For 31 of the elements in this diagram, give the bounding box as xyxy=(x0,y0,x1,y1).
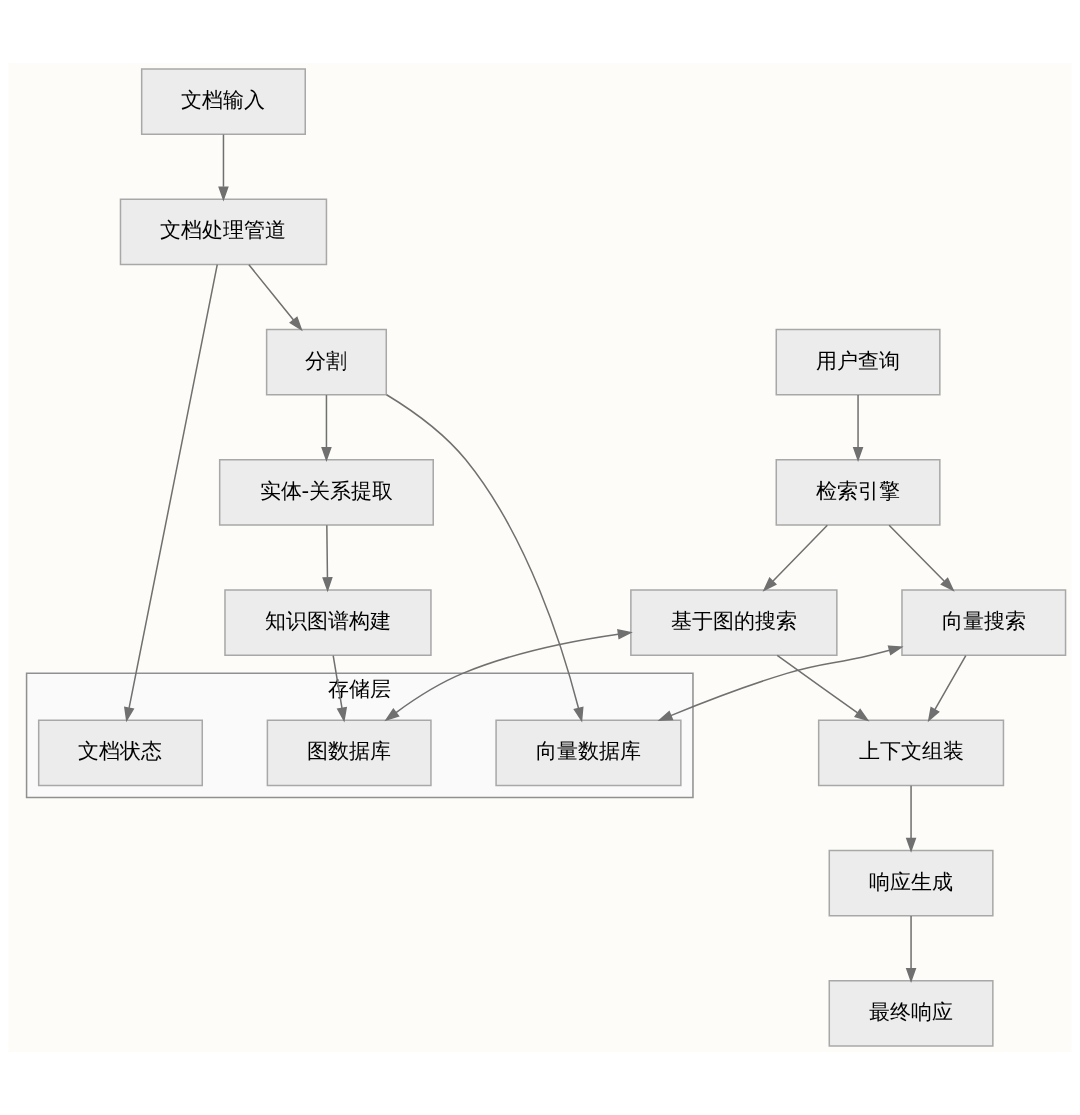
node-box: 图数据库 xyxy=(266,719,432,787)
arrow xyxy=(384,629,633,722)
node-box: 实体-关系提取 xyxy=(218,459,434,526)
arrow xyxy=(905,915,917,984)
arrow xyxy=(385,393,584,723)
node-box: 检索引擎 xyxy=(775,459,941,526)
node-box: 用户查询 xyxy=(775,328,941,396)
arrow xyxy=(888,524,955,592)
node-box: 向量数据库 xyxy=(495,719,682,787)
node-box: 基于图的搜索 xyxy=(630,589,838,656)
node-box: 响应生成 xyxy=(828,849,994,917)
node-box: 分割 xyxy=(265,328,388,396)
arrow xyxy=(776,654,870,722)
node-box: 上下文组装 xyxy=(817,719,1005,787)
arrow xyxy=(248,264,303,332)
arrow xyxy=(332,654,348,723)
arrow xyxy=(927,654,967,723)
node-box: 知识图谱构建 xyxy=(224,589,432,656)
node-box: 文档输入 xyxy=(140,68,306,135)
node-box: 向量搜索 xyxy=(901,589,1067,656)
node-box: 文档处理管道 xyxy=(119,198,328,266)
arrow xyxy=(852,394,864,463)
arrow xyxy=(905,785,917,853)
node-box: 最终响应 xyxy=(828,980,994,1047)
arrow xyxy=(124,263,218,723)
arrow xyxy=(657,645,904,722)
arrow xyxy=(321,394,332,463)
arrow xyxy=(322,524,333,593)
node-box: 文档状态 xyxy=(37,719,203,787)
arrow xyxy=(218,133,229,202)
arrow xyxy=(762,524,829,592)
